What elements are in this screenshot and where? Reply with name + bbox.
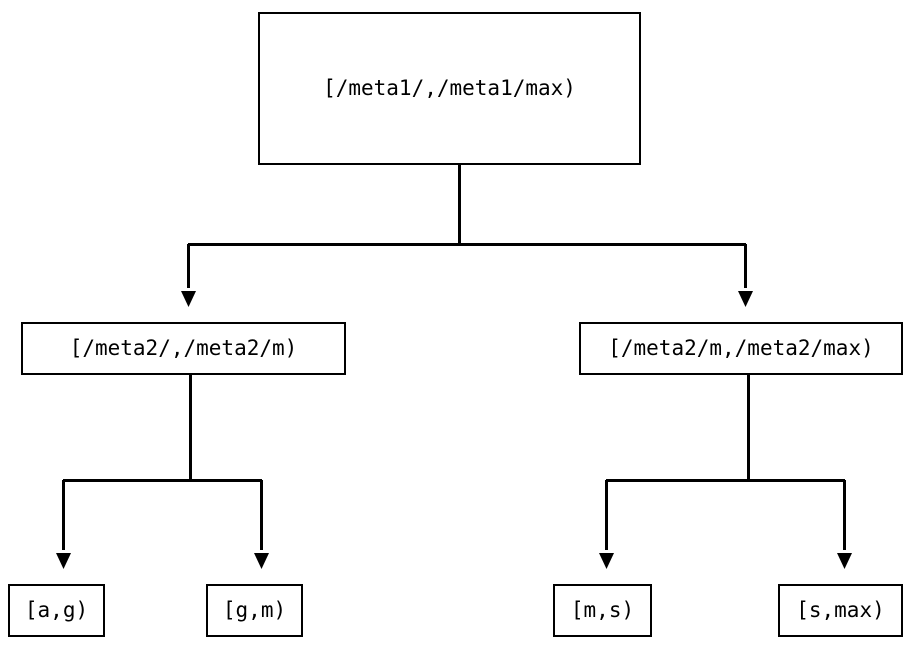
edge-root-to-mid-nodes — [181, 165, 753, 307]
tree-node-midr[interactable]: [/meta2/m,/meta2/max) — [579, 322, 903, 375]
tree-node-leaf1[interactable]: [a,g) — [8, 584, 105, 637]
tree-node-midl-label: [/meta2/,/meta2/m) — [69, 336, 298, 360]
tree-node-root[interactable]: [/meta1/,/meta1/max) — [258, 12, 641, 165]
tree-node-leaf3-label: [m,s) — [570, 598, 635, 622]
arrowhead-root-to-midr — [738, 291, 753, 307]
tree-node-leaf2-label: [g,m) — [222, 598, 287, 622]
tree-node-leaf4[interactable]: [s,max) — [778, 584, 903, 637]
edge-midr-to-leaves — [599, 375, 852, 569]
arrowhead-midr-to-leaf3 — [599, 553, 614, 569]
tree-node-leaf1-label: [a,g) — [24, 598, 89, 622]
arrowhead-root-to-midl — [181, 291, 196, 307]
arrowhead-midl-to-leaf1 — [56, 553, 71, 569]
tree-node-root-label: [/meta1/,/meta1/max) — [323, 76, 576, 100]
tree-node-midr-label: [/meta2/m,/meta2/max) — [608, 336, 874, 360]
arrowhead-midl-to-leaf2 — [254, 553, 269, 569]
tree-node-leaf3[interactable]: [m,s) — [553, 584, 652, 637]
tree-node-leaf4-label: [s,max) — [796, 598, 885, 622]
arrowhead-midr-to-leaf4 — [837, 553, 852, 569]
tree-node-midl[interactable]: [/meta2/,/meta2/m) — [21, 322, 346, 375]
edge-midl-to-leaves — [56, 375, 269, 569]
tree-node-leaf2[interactable]: [g,m) — [206, 584, 303, 637]
